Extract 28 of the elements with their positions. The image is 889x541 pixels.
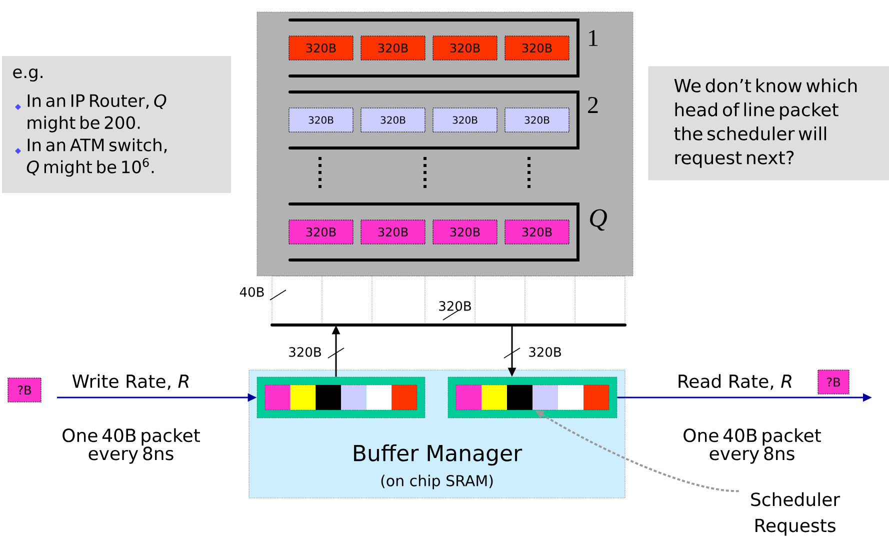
rate-note: One 40B packet every 8ns: [684, 428, 821, 464]
wide-bus: [270, 276, 626, 326]
sram-queue: [448, 376, 618, 418]
packet-cell: 320B: [360, 36, 426, 60]
scheduler-text: Scheduler Requests: [751, 492, 840, 536]
packet-cell: 320B: [360, 220, 426, 244]
rate-note: One 40B packet every 8ns: [62, 428, 200, 464]
sram-queue: [256, 376, 426, 418]
packet-cell: 320B: [504, 36, 570, 60]
edge-label: Write Rate, R: [70, 373, 192, 391]
width-label: 320B: [439, 301, 471, 311]
packet-cell: 320B: [432, 36, 498, 60]
packet-cell: 320B: [432, 220, 498, 244]
packet-cell: 320B: [504, 108, 570, 132]
queue-number: Q: [590, 209, 607, 231]
edge-label: Read Rate, R: [676, 373, 794, 391]
queue-number: 2: [588, 97, 598, 113]
note-box: e.g. In an IP Router, Q might be 200. In an ATM switch, Q might be 10$^{6}$.: [2, 56, 231, 193]
note-box: We don’t know which head of line packet the scheduler will request next?: [648, 66, 889, 180]
queue-number: 1: [589, 30, 598, 46]
packet-cell: 320B: [288, 108, 354, 132]
packet-cell: 320B: [504, 220, 570, 244]
edge-label: 320B: [527, 346, 563, 358]
edge-label: 320B: [287, 346, 323, 358]
packet-cell: 320B: [360, 108, 426, 132]
packet-cell: 320B: [288, 36, 354, 60]
packet-cell: 320B: [288, 220, 354, 244]
packet-cell: 320B: [432, 108, 498, 132]
